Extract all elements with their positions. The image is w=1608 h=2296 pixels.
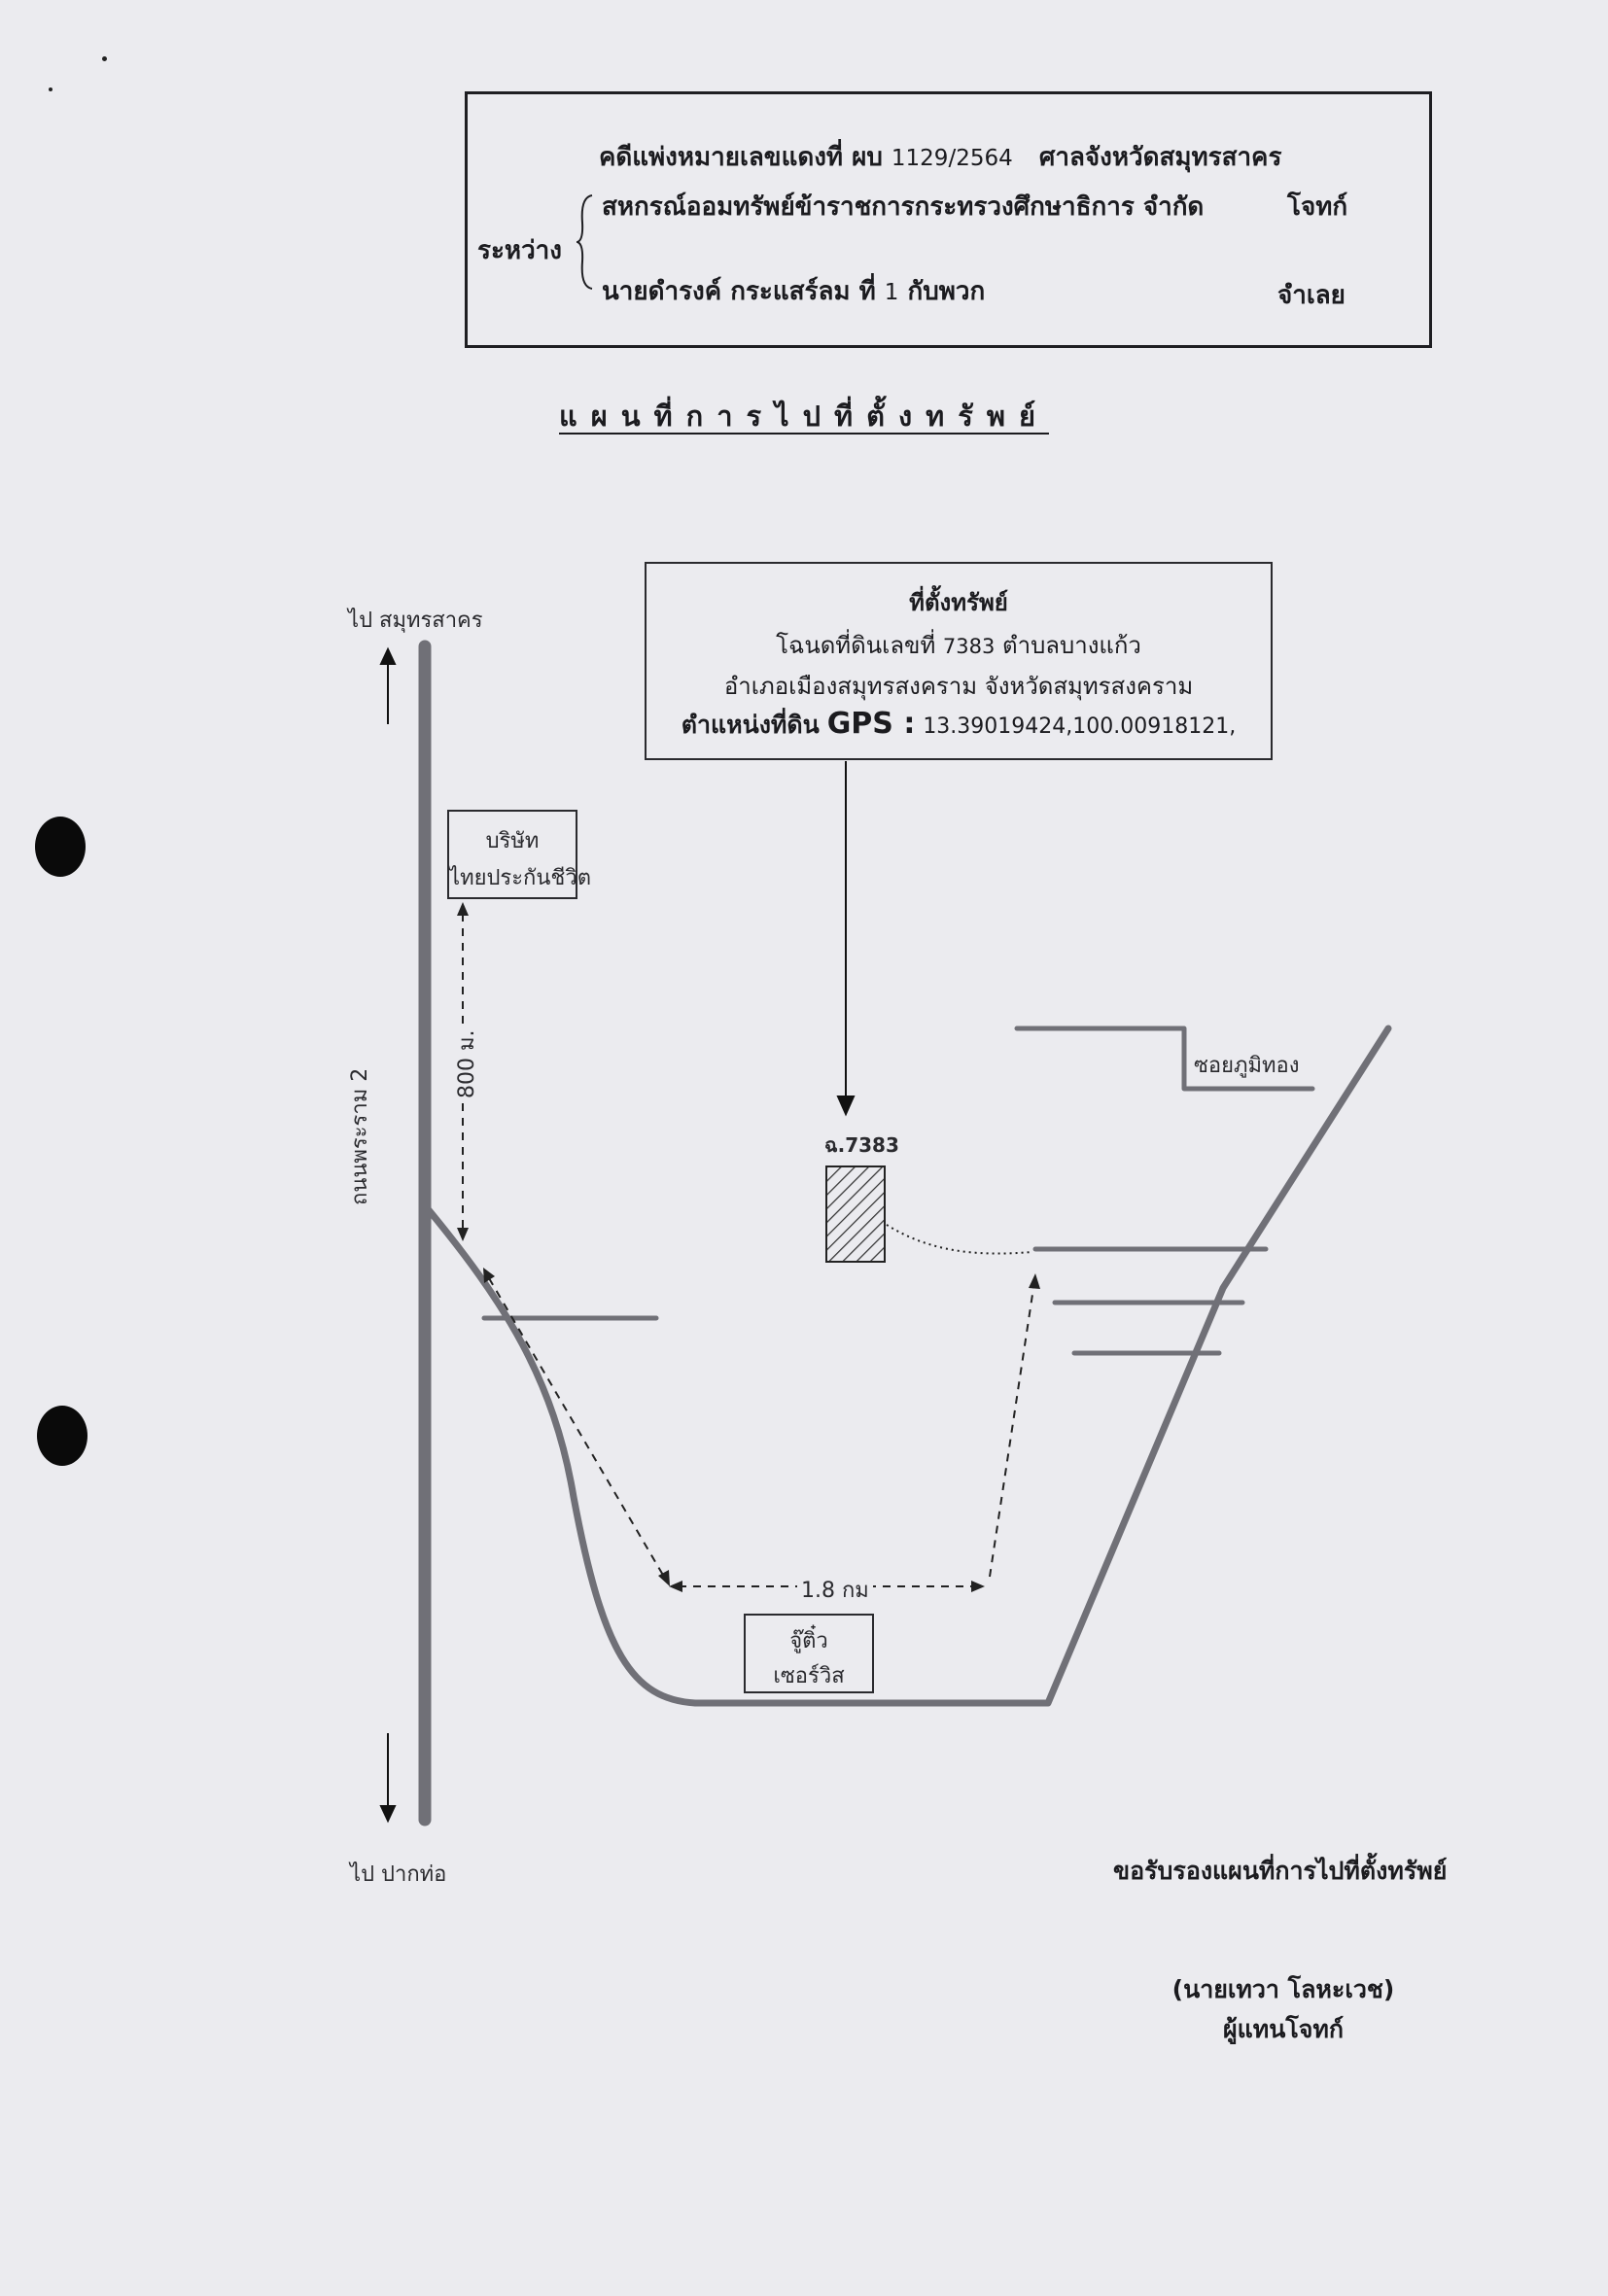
gps-value: 13.39019424,100.00918121, [923, 714, 1237, 739]
gps-line: ตำแหน่งที่ดิน GPS : 13.39019424,100.0091… [647, 706, 1271, 745]
arrow-1-8-left [669, 1581, 682, 1592]
signer-name: (นายเทวา โลหะเวช) [1171, 1975, 1395, 2003]
route-dash-right [989, 1287, 1034, 1578]
arrow-left-top [483, 1268, 495, 1283]
case-prefix: คดีแพ่งหมายเลขแดงที่ ผบ [599, 143, 883, 172]
south-arrow-head [379, 1805, 397, 1824]
north-arrow-head [379, 646, 397, 665]
company-landmark-box: บริษัท ไทยประกันชีวิต [447, 810, 591, 899]
plot-label: ฉ.7383 [824, 1133, 899, 1157]
speck [102, 56, 107, 61]
defendant-role: จำเลย [1277, 281, 1346, 310]
speck [49, 87, 52, 91]
road-label: ถนนพระราม 2 [348, 1067, 372, 1205]
case-header-box: คดีแพ่งหมายเลขแดงที่ ผบ 1129/2564 ศาลจัง… [465, 91, 1432, 348]
between-label: ระหว่าง [477, 236, 562, 265]
company-line2: ไทยประกันชีวิต [449, 866, 591, 890]
gps-label: GPS : [826, 707, 916, 741]
defendant-name-suffix: กับพวก [907, 277, 986, 306]
distance-800-label: 800 ม. [449, 1026, 483, 1101]
deed-number: 7383 [942, 635, 996, 658]
deed-prefix: โฉนดที่ดินเลขที่ [776, 632, 936, 659]
distance-1-8-label: 1.8 กม [797, 1573, 873, 1607]
map-title: แผนที่การไปที่ตั้งทรัพย์ [559, 400, 1049, 433]
deed-line: โฉนดที่ดินเลขที่ 7383 ตำบลบางแก้ว [647, 626, 1271, 664]
arrow-800-top [457, 902, 469, 916]
pointer-arrow-head [836, 1096, 856, 1117]
defendant-number: 1 [884, 280, 899, 305]
certify-text: ขอรับรองแผนที่การไปที่ตั้งทรัพย์ [1113, 1857, 1448, 1885]
plaintiff-role: โจทก์ [1287, 192, 1348, 222]
defendant-line: นายดำรงค์ กระแสร์ลม ที่ 1 กับพวก [602, 271, 985, 311]
case-number-line: คดีแพ่งหมายเลขแดงที่ ผบ 1129/2564 ศาลจัง… [599, 137, 1281, 177]
arrow-left-bottom [658, 1570, 670, 1586]
plot-connector [886, 1224, 1033, 1255]
property-location-box: ที่ตั้งทรัพย์ โฉนดที่ดินเลขที่ 7383 ตำบล… [645, 562, 1273, 760]
brace [577, 194, 593, 290]
property-heading: ที่ตั้งทรัพย์ [909, 589, 1008, 616]
south-label: ไป ปากท่อ [350, 1862, 447, 1887]
case-number: 1129/2564 [891, 146, 1013, 171]
signer-role: ผู้แทนโจทก์ [1222, 2015, 1345, 2043]
shop-line2: เซอร์วิส [773, 1664, 845, 1688]
curved-road [421, 1025, 1392, 1707]
district-province: อำเภอเมืองสมุทรสงคราม จังหวัดสมุทรสงคราม [723, 673, 1194, 700]
land-plot [825, 1165, 886, 1263]
court-name: ศาลจังหวัดสมุทรสาคร [1038, 143, 1282, 172]
company-line1: บริษัท [485, 829, 540, 853]
arrow-right-top [1029, 1273, 1040, 1289]
soi-label: ซอยภูมิทอง [1194, 1054, 1300, 1078]
north-label: ไป สมุทรสาคร [348, 609, 483, 633]
punch-hole-top [35, 817, 86, 877]
gps-prefix: ตำแหน่งที่ดิน [681, 711, 820, 739]
punch-hole-bottom [37, 1406, 87, 1466]
defendant-name-prefix: นายดำรงค์ กระแสร์ลม ที่ [602, 277, 876, 306]
arrow-800-bottom [457, 1228, 469, 1241]
soi-phumthong [1014, 1026, 1315, 1092]
arrow-1-8-right [971, 1581, 985, 1592]
shop-landmark-box: จู๊ติ๋ว เซอร์วิส [744, 1614, 874, 1693]
plaintiff-name: สหกรณ์ออมทรัพย์ข้าราชการกระทรวงศึกษาธิกา… [602, 192, 1205, 222]
route-dash-left [488, 1277, 665, 1578]
subdistrict: ตำบลบางแก้ว [1002, 632, 1141, 659]
shop-line1: จู๊ติ๋ว [789, 1629, 828, 1653]
